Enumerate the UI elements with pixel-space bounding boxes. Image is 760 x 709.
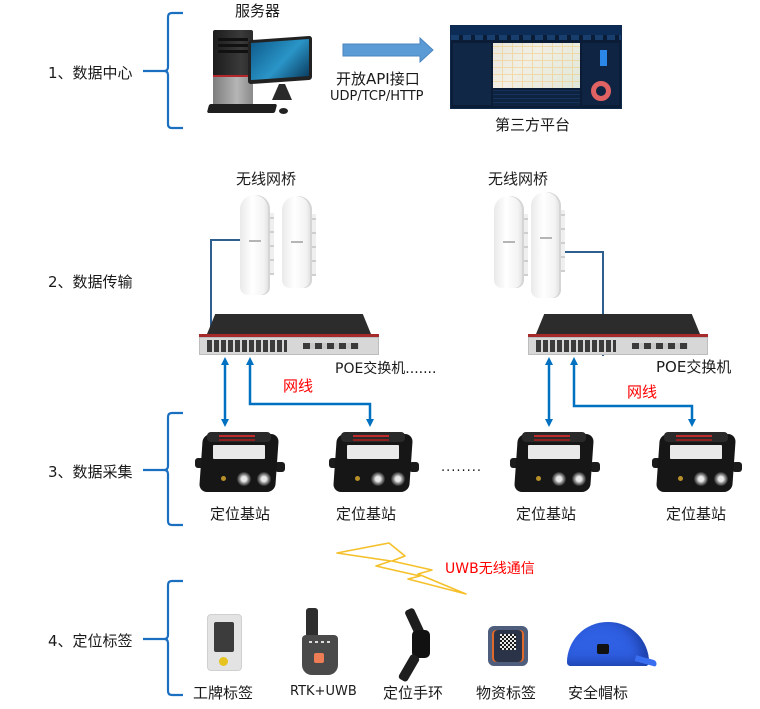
anchor-station-icon [193,428,285,500]
tag-label-helmet: 安全帽标 [568,684,629,702]
platform-label: 第三方平台 [495,116,571,134]
anchor-label: 定位基站 [516,505,577,523]
brace-positioning-tags [143,579,183,697]
asset-tag-icon [488,626,528,666]
switch-right-label: POE交换机 [656,358,732,376]
anchor-station-icon [508,428,600,500]
anchor-station-icon [650,428,742,500]
uwb-wireless-label: UWB无线通信 [445,561,535,577]
api-label: 开放API接口 [336,70,420,88]
badge-tag-icon [207,614,242,671]
wristband-icon [397,607,434,683]
section-label-data-center: 1、数据中心 [48,64,133,82]
section-label-data-transmission: 2、数据传输 [48,273,133,291]
brace-data-center [143,11,183,130]
poe-switch-right-icon [528,314,708,358]
tag-label-rtk: RTK+UWB [290,684,357,699]
anchor-label: 定位基站 [666,505,727,523]
helmet-tag-icon [565,622,658,672]
section-label-positioning-tags: 4、定位标签 [48,632,133,650]
cable-right-label: 网线 [627,383,658,401]
tag-label-wristband: 定位手环 [383,684,444,702]
third-party-platform-screenshot [450,25,622,109]
tag-label-asset: 物资标签 [476,684,537,702]
cable-left-label: 网线 [283,377,314,395]
tag-label-badge: 工牌标签 [193,684,254,702]
brace-data-collection [143,411,183,527]
poe-switch-left-icon [199,314,379,358]
section-label-data-collection: 3、数据采集 [48,463,133,481]
anchor-station-icon [327,428,419,500]
server-label: 服务器 [235,2,281,20]
anchor-ellipsis: ........ [441,460,483,475]
anchor-label: 定位基站 [336,505,397,523]
api-arrow [342,36,434,64]
bridge-right-label: 无线网桥 [488,170,549,188]
rtk-device-icon [302,608,338,675]
switch-left-label: POE交换机....... [335,361,437,377]
protocol-label: UDP/TCP/HTTP [330,89,424,104]
bridge-left-label: 无线网桥 [236,170,297,188]
anchor-label: 定位基站 [210,505,271,523]
